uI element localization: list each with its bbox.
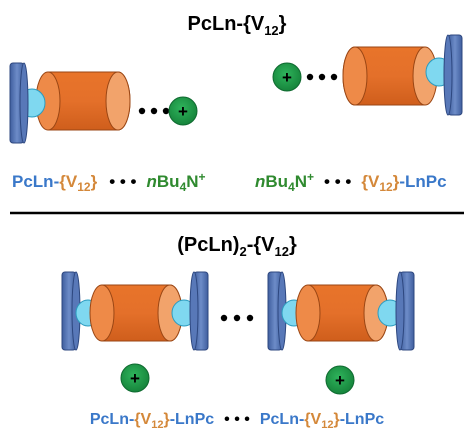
connector-dots [306,73,338,81]
nbu4n-cation: + [120,363,150,393]
nbu4n-cation: + [168,96,198,126]
top-left-molecule: + [9,62,198,144]
phthalocyanine-plate-right [395,271,415,351]
bottom-left-dimer: + [61,271,209,393]
bottom-right-dimer: + [267,271,415,395]
top-right-molecule: + [272,34,463,116]
v12-cluster-cylinder [295,284,389,342]
bottom-connector-dots [220,314,254,322]
v12-cluster-cylinder [35,71,131,131]
top-right-caption: nBu4N+• • •{V12}-LnPc [255,170,447,194]
svg-text:+: + [130,369,140,388]
bottom-title: (PcLn)2-{V12} [177,234,297,259]
top-left-caption: PcLn-{V12}• • •nBu4N+ [12,170,206,194]
bottom-caption: PcLn-{V12}-LnPc• • •PcLn-{V12}-LnPc [90,411,384,431]
phthalocyanine-plate [443,34,463,116]
connector-dots [138,107,170,115]
nbu4n-cation: + [325,365,355,395]
svg-text:+: + [282,68,292,87]
v12-cluster-cylinder [342,46,438,106]
svg-text:+: + [178,102,188,121]
top-title: PcLn-{V12} [188,13,287,38]
phthalocyanine-plate [9,62,29,144]
nbu4n-cation: + [272,62,302,92]
v12-cluster-cylinder [89,284,183,342]
phthalocyanine-plate-right [189,271,209,351]
svg-text:+: + [335,371,345,390]
